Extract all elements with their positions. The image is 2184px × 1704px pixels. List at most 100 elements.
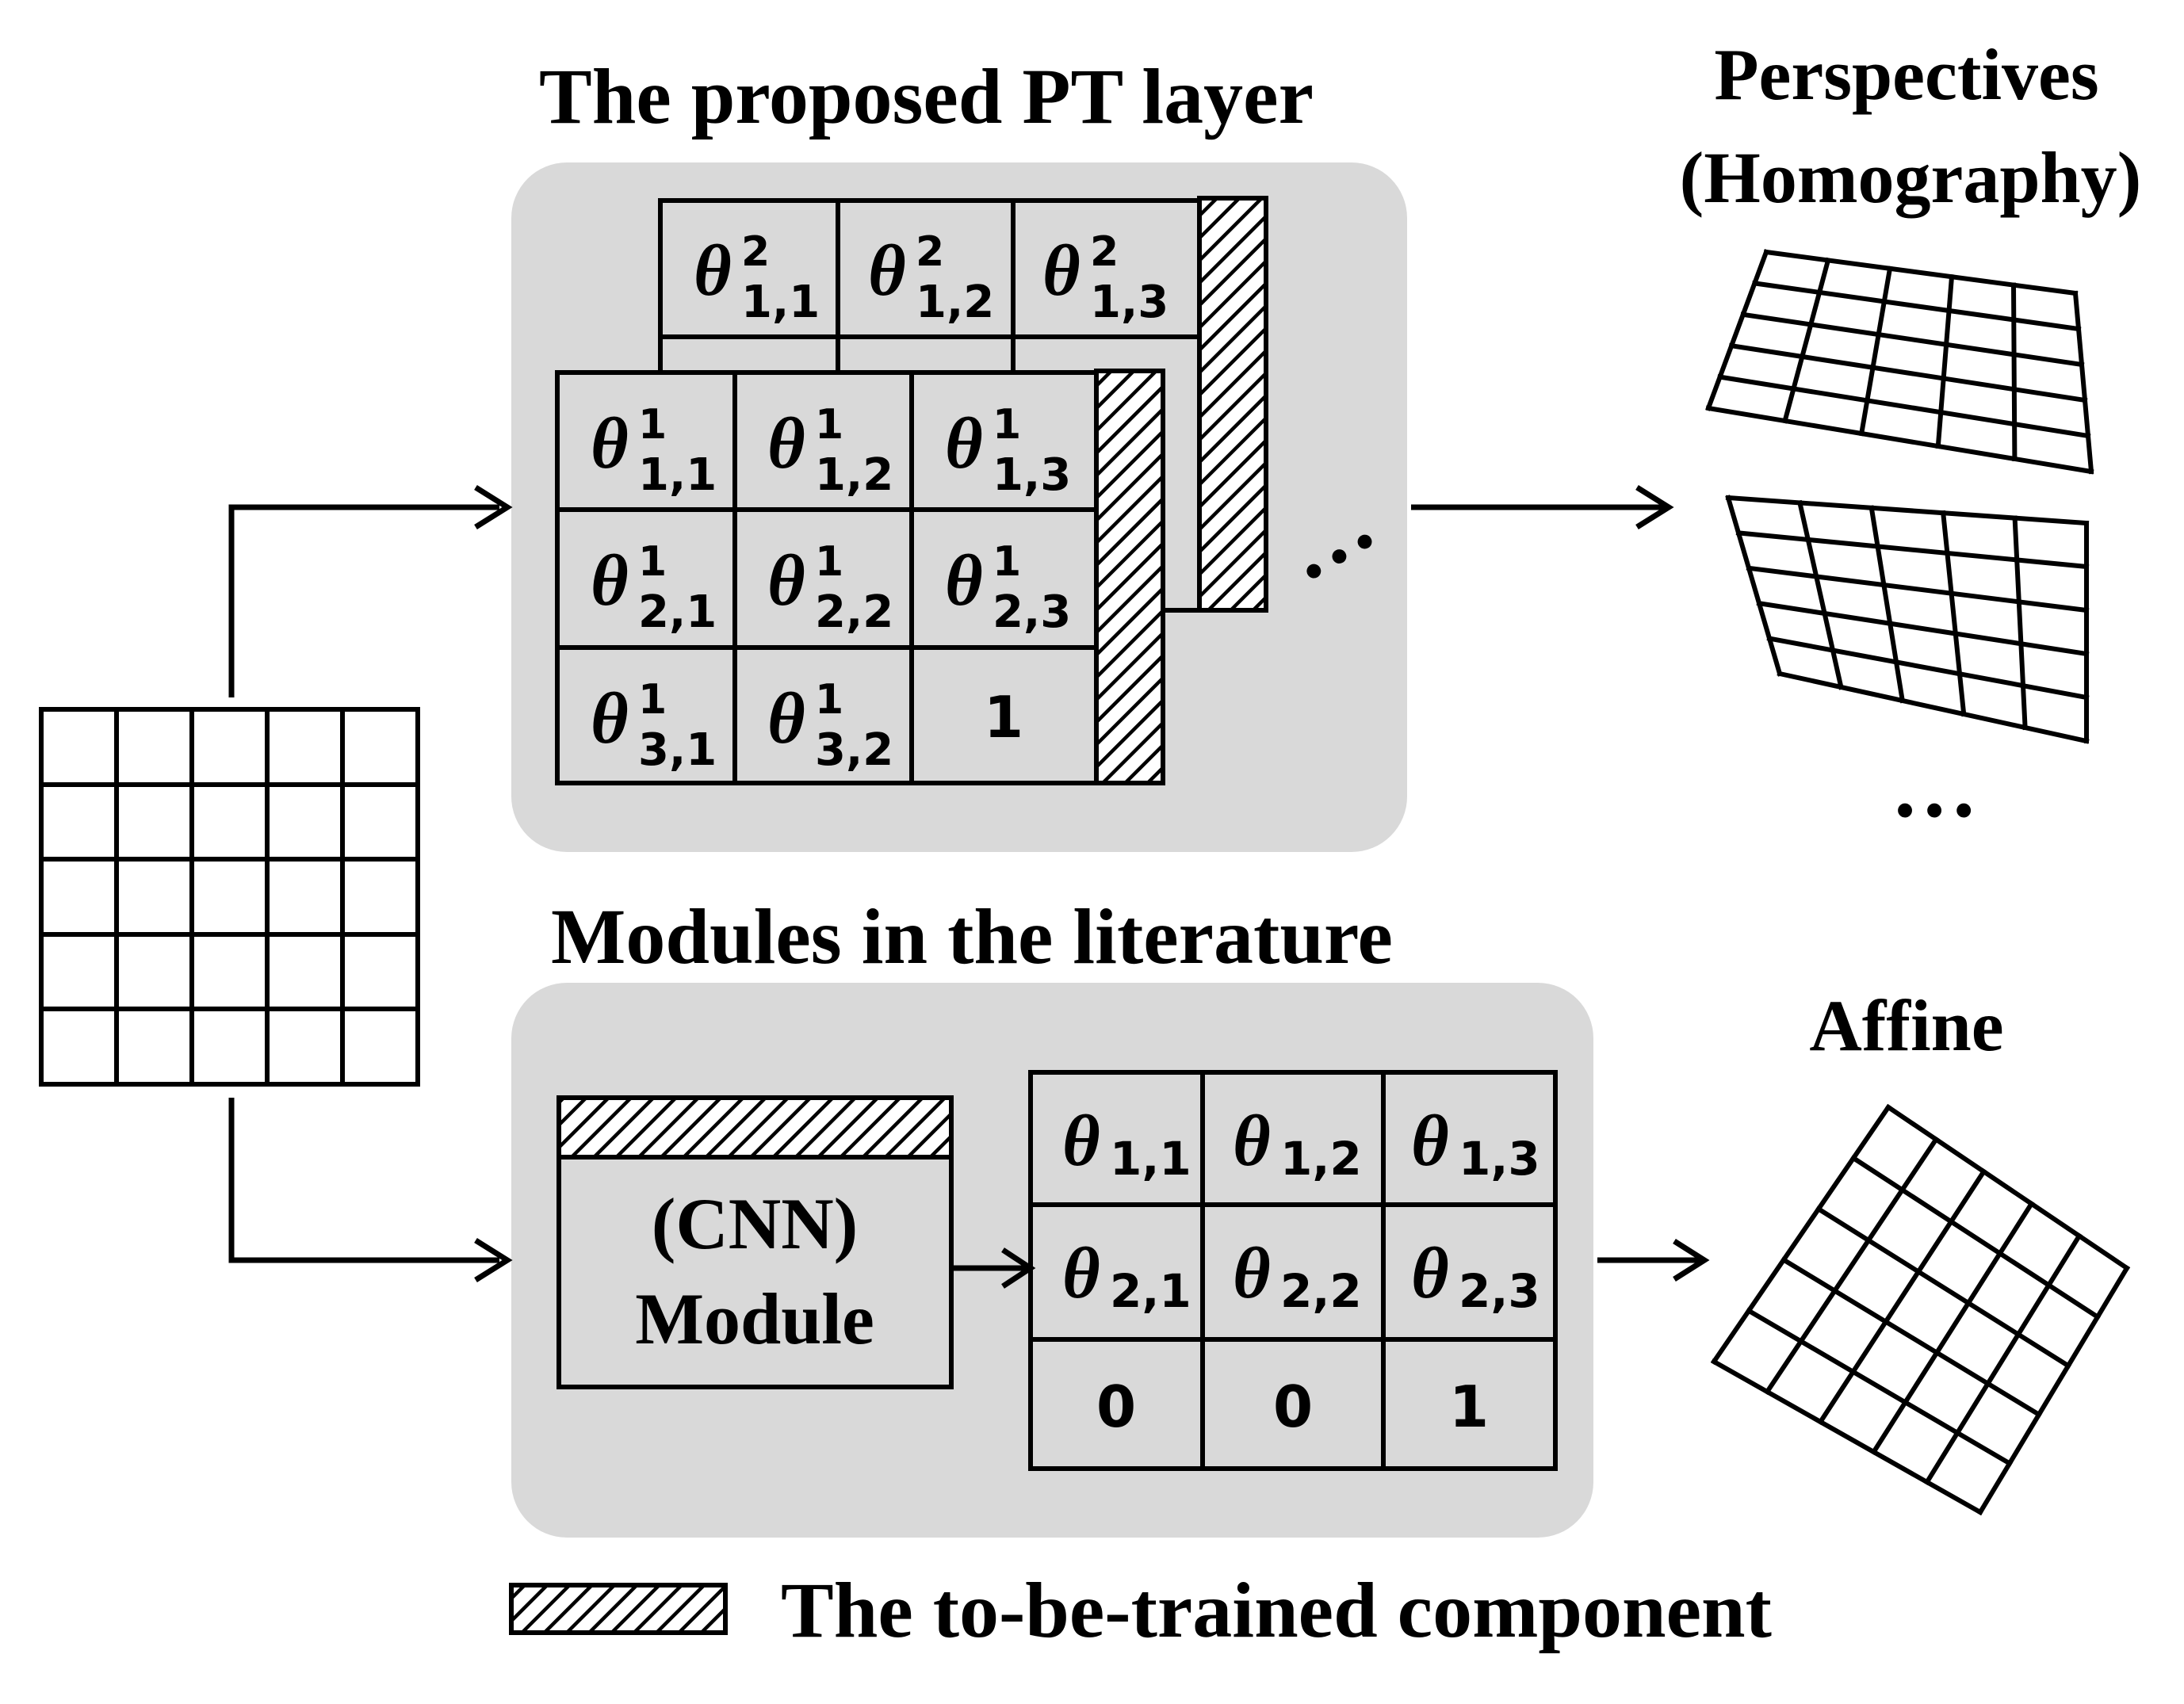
subscript: 1,2 [1280, 1132, 1362, 1186]
affine-grid [1710, 1103, 2131, 1516]
subscript: 2,2 [1280, 1264, 1362, 1318]
grid-line [1940, 510, 1967, 717]
superscript: 1 [815, 401, 843, 449]
theta-glyph: θ [1233, 1232, 1271, 1313]
grid-line [1752, 281, 2082, 332]
front-matrix [555, 369, 1165, 785]
grid-line [2072, 290, 2094, 475]
theta-glyph: θ [1062, 1100, 1100, 1181]
affine-last-row-2: 0 [1273, 1374, 1313, 1440]
perspective-grid-2 [1725, 495, 2090, 744]
input-grid [39, 707, 420, 1087]
superscript: 2 [1090, 228, 1119, 276]
input-to-cnn-arrow [228, 1098, 513, 1282]
front-matrix-frame [555, 370, 1099, 785]
front-matrix-hatch [1094, 369, 1165, 785]
affine-matrix-frame [1028, 1070, 1558, 1471]
subscript: 1,3 [1090, 277, 1168, 328]
input-to-pt-arrow [228, 485, 513, 697]
theta-glyph: θ [591, 403, 629, 483]
grid-line [1710, 1358, 1984, 1516]
grid-line [1764, 1136, 1940, 1396]
grid-line [1796, 499, 1844, 690]
subscript: 1,3 [993, 449, 1071, 501]
grid-line [1858, 266, 1893, 437]
perspective-grid-1 [1705, 249, 2094, 475]
theta-glyph: θ [945, 540, 983, 621]
grid-line [1705, 249, 1769, 411]
superscript: 1 [815, 676, 843, 724]
grid-line [1817, 1168, 1987, 1426]
affine-title: Affine [1809, 985, 2003, 1066]
subscript: 2,1 [638, 586, 717, 638]
superscript: 1 [993, 538, 1021, 586]
grid-line [1884, 1103, 2131, 1272]
grid-line [1923, 1232, 2083, 1486]
subscript: 2,2 [815, 586, 893, 638]
superscript: 2 [741, 228, 770, 276]
grid-line [1780, 1256, 2043, 1418]
theta-glyph: θ [767, 540, 805, 621]
pt-to-perspectives-arrow [1411, 485, 1674, 529]
grid-line [1735, 530, 2090, 570]
theta-glyph: θ [591, 678, 629, 758]
back-matrix-cell-1-3: θ 2 1,3 [1042, 228, 1168, 328]
grid-line [1781, 257, 1831, 424]
matrix-to-affine-arrow [1597, 1239, 1710, 1282]
cnn-module-box [557, 1155, 954, 1389]
subscript: 1,1 [741, 277, 820, 328]
subscript: 1,2 [815, 449, 893, 501]
legend-hatch-swatch [509, 1583, 728, 1635]
back-matrix: θ 2 1,1 θ 2 1,2 θ 2 1,3 [658, 196, 1268, 613]
back-matrix-cell-1-2: θ 2 1,2 [868, 228, 994, 328]
theta-glyph: θ [591, 540, 629, 621]
theta-glyph: θ [1411, 1100, 1449, 1181]
subscript: 1,1 [638, 449, 717, 501]
subscript: 3,1 [638, 724, 717, 776]
grid-line [1710, 1103, 1892, 1366]
superscript: 1 [638, 401, 667, 449]
theta-glyph: θ [1233, 1100, 1271, 1181]
front-matrix-last-value: 1 [984, 684, 1023, 751]
back-matrix-hatch [1197, 196, 1268, 613]
grid-line [1756, 600, 2090, 657]
subscript: 3,2 [815, 724, 893, 776]
legend: The to-be-trained component [509, 1566, 1772, 1654]
grid-line [1766, 636, 2090, 701]
subscript: 2,3 [1459, 1264, 1540, 1318]
back-matrix-cell-1-1: θ 2 1,1 [694, 228, 820, 328]
grid-line [1725, 495, 1783, 677]
subscript: 1,2 [916, 277, 994, 328]
cnn-module-label-line2: Module [635, 1278, 874, 1359]
subscript: 1,1 [1110, 1132, 1191, 1186]
cnn-module-hatch [557, 1095, 954, 1160]
theta-glyph: θ [694, 230, 732, 311]
superscript: 1 [993, 401, 1021, 449]
grid-line [1725, 495, 2090, 526]
superscript: 1 [638, 676, 667, 724]
theta-glyph: θ [1062, 1232, 1100, 1313]
subscript: 2,3 [993, 586, 1071, 638]
grid-line [2012, 515, 2028, 731]
grid-line [1976, 1264, 2131, 1516]
theta-glyph: θ [1411, 1232, 1449, 1313]
cnn-module: (CNN) Module [557, 1095, 954, 1389]
subscript: 2,1 [1110, 1264, 1191, 1318]
subscript: 1,3 [1459, 1132, 1540, 1186]
affine-matrix [1028, 1070, 1558, 1471]
grid-line [1815, 1205, 2072, 1370]
